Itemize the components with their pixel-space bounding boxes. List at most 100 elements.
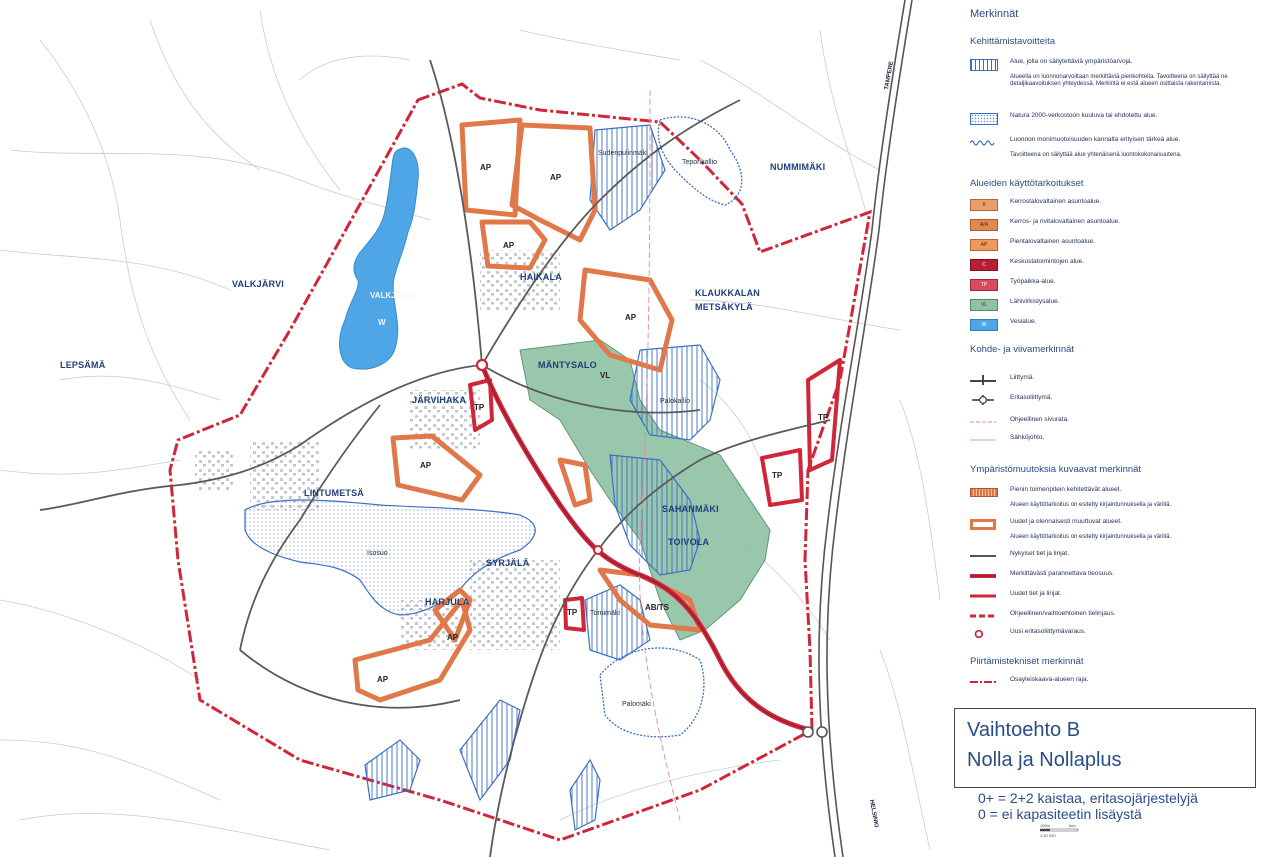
code-w: W <box>378 318 386 327</box>
legend-item-luonnon: Luonnon monimuotoisuuden kannalta erityi… <box>970 136 1260 148</box>
code-tp-2: TP <box>567 608 578 617</box>
nature-area-suden[interactable] <box>589 124 666 231</box>
new-area-ap-2[interactable] <box>509 122 598 243</box>
note-zero-plus: 0+ = 2+2 kaistaa, eritasojärjestelyjä <box>978 790 1198 806</box>
new-area-ap-4[interactable] <box>577 267 675 373</box>
code-ap-6: AP <box>377 675 389 684</box>
label-lintumetsa: LINTUMETSÄ <box>304 488 364 498</box>
junction-motorway-2[interactable] <box>816 726 828 738</box>
interchange-icon <box>972 395 994 405</box>
legend-note-luonnon: Tavoitteena on säilyttää alue yhtenäisen… <box>1010 152 1182 158</box>
new-area-ap-3[interactable] <box>479 219 548 271</box>
legend-item-pientalo: AP Pientalovaltainen asuntoalue. <box>970 238 1260 251</box>
kerrostalo-swatch-icon: A <box>970 199 998 211</box>
minor-change-icon <box>970 488 998 497</box>
work-area-tp-3[interactable] <box>760 448 804 507</box>
code-tp-1: TP <box>474 403 485 412</box>
legend-item-pienin: Pienin toimenpitein kehitettävät alueet. <box>970 486 1260 498</box>
nature-outline-teponkallio[interactable] <box>657 116 743 206</box>
suggested-rail <box>638 89 681 821</box>
junction-syrjala[interactable] <box>593 545 603 555</box>
new-area-ap-7[interactable] <box>432 587 473 643</box>
legend-title: Merkinnät <box>970 8 1019 20</box>
legend-item-liittyma: Liittymä. <box>970 374 1260 386</box>
work-area-tp-4[interactable] <box>806 358 842 472</box>
work-areas <box>468 358 842 632</box>
boundary-line-icon <box>970 681 996 683</box>
svg-text:1:40 000: 1:40 000 <box>1040 833 1056 838</box>
legend-item-uudet-alueet: Uudet ja olennaisesti muuttuvat alueet. <box>970 518 1260 530</box>
power-line-icon <box>970 439 996 441</box>
label-suden: Sudenpulinmäki <box>598 150 648 157</box>
code-ap-7: AP <box>447 633 459 642</box>
label-klaukkalan: KLAUKKALAN <box>695 288 760 298</box>
existing-roads <box>39 59 831 857</box>
label-teponkallio: Teponkallio <box>682 159 717 166</box>
label-tornimaki: Tornimäki <box>590 610 620 617</box>
label-metsakyla: METSÄKYLÄ <box>695 302 753 312</box>
junction-motorway-1[interactable] <box>802 726 814 738</box>
label-valkjarvi: VALKJÄRVI <box>232 279 284 289</box>
code-ap-3: AP <box>503 241 515 250</box>
plan-boundary <box>168 82 872 842</box>
title-line-1: Vaihtoehto B <box>967 719 1081 741</box>
svg-text:1km: 1km <box>1068 823 1076 828</box>
label-palokallio: Palokallio <box>660 398 690 405</box>
pientalo-swatch-icon: AP <box>970 239 998 251</box>
motorway <box>818 0 913 857</box>
code-abts: AB/TS <box>645 603 670 612</box>
legend-item-ohjeellinen: Ohjeellinen/vaihtoehtoinen tielinjaus. <box>970 610 1260 622</box>
note-zero: 0 = ei kapasiteetin lisäystä <box>978 806 1142 822</box>
label-tampere: TAMPERE <box>884 61 895 90</box>
new-area-ap-6[interactable] <box>352 597 473 703</box>
new-interchange-icon <box>974 629 983 639</box>
legend-section-kaytto: Alueiden käyttötarkoitukset <box>970 178 1084 189</box>
map-canvas[interactable]: VALKJÄRVI VALKJÄRVI LEPSÄMÄ HAIKALA KLAU… <box>0 0 950 857</box>
work-area-tp-2[interactable] <box>563 596 586 632</box>
legend-panel: Merkinnät Kehittämistavoitteita Alue, jo… <box>958 0 1258 700</box>
code-ap-1: AP <box>480 163 492 172</box>
valkjarvi-lake[interactable] <box>339 147 419 370</box>
improved-road-icon <box>970 574 996 578</box>
legend-section-kohde: Kohde- ja viivamerkinnät <box>970 344 1075 355</box>
junction-haikala[interactable] <box>475 358 489 372</box>
legend-note-alue-arvoja: Alueella on luonnonarvoiltaan merkittävi… <box>1010 74 1228 87</box>
legend-item-uudet-tiet: Uudet tiet ja linjat. <box>970 590 1260 602</box>
nature-area-tornimaki[interactable] <box>584 584 651 661</box>
label-mantysalo: MÄNTYSALO <box>538 360 597 370</box>
legend-section-ymparisto: Ympäristömuutoksia kuvaavat merkinnät <box>970 464 1142 475</box>
wavy-line-icon <box>970 140 995 146</box>
title-box: Vaihtoehto B Nolla ja Nollaplus <box>954 708 1256 788</box>
legend-item-tyopaikka: TP Työpaikka-alue. <box>970 278 1260 291</box>
code-ap-5: AP <box>420 461 432 470</box>
legend-section-kehittamis: Kehittämistavoitteita <box>970 36 1056 47</box>
new-area-ap-1[interactable] <box>459 117 523 218</box>
new-area-ap-5[interactable] <box>390 433 483 503</box>
svg-text:100m: 100m <box>1040 823 1051 828</box>
nature-area-sahanmaki[interactable] <box>609 454 701 576</box>
legend-item-lahivirkistys: VL Lähivirkistysalue. <box>970 298 1260 311</box>
lahivirkistys-swatch-icon: VL <box>970 299 998 311</box>
code-vl: VL <box>600 371 610 380</box>
legend-item-kerrostalo: A Kerrostalovaltainen asuntoalue. <box>970 198 1260 211</box>
code-tp-3: TP <box>772 471 783 480</box>
new-area-center[interactable] <box>557 457 593 508</box>
label-isosuo: Isosuo <box>367 550 388 557</box>
nature-outline-palomaki[interactable] <box>599 647 705 738</box>
code-ap-2: AP <box>550 173 562 182</box>
nature-area-south-3[interactable] <box>569 758 601 831</box>
legend-item-parannettava: Merkittävästi parannettava tieosuus. <box>970 570 1260 582</box>
code-tp-4: TP <box>818 413 829 422</box>
legend-item-raja: Osayleiskaava-alueen raja. <box>970 676 1260 688</box>
nature-area-south-1[interactable] <box>364 739 421 801</box>
legend-item-eritasoliittyma: Eritasoliittymä. <box>970 394 1260 406</box>
legend-item-rivitalo: A/A Kerros- ja rivitalovaltainen asuntoa… <box>970 218 1260 231</box>
work-area-tp-1[interactable] <box>468 378 494 432</box>
new-road-icon <box>970 594 996 598</box>
label-sahanmaki: SAHANMÄKI <box>662 504 719 514</box>
junction-icon <box>970 375 996 385</box>
isosuo-area[interactable] <box>244 499 536 616</box>
label-lepsama: LEPSÄMÄ <box>60 360 106 370</box>
legend-item-natura: Natura 2000-verkostoon kuuluva tai ehdot… <box>970 112 1260 125</box>
hatch-symbol-icon <box>970 59 998 71</box>
